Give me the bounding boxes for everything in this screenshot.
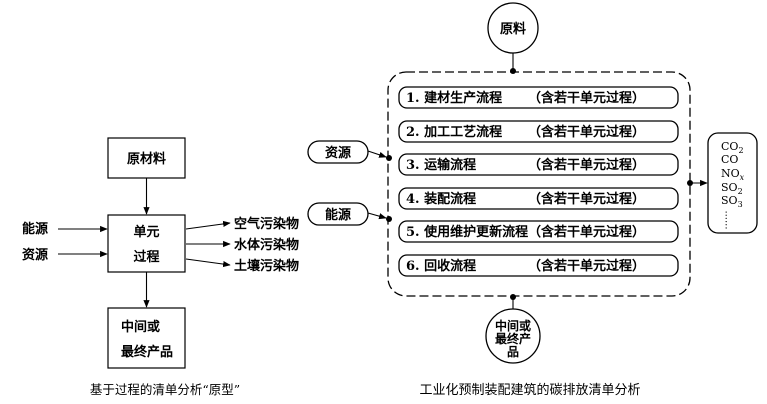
process-note: （含若干单元过程） xyxy=(528,224,645,240)
product-label-line1: 中间或 xyxy=(121,319,160,335)
right-caption: 工业化预制装配建筑的碳排放清单分析 xyxy=(419,382,640,398)
prototype-diagram: 原材料 单元 过程 能源 资源 空气污染物 水体污染物 土壤污染物 xyxy=(22,137,299,397)
emission-subscript: x xyxy=(740,173,745,182)
process-box xyxy=(398,254,679,277)
output-soil-pollutant: 土壤污染物 xyxy=(185,258,299,274)
process-5: 5. 使用维护更新流程 （含若干单元过程） xyxy=(398,220,679,243)
product-label-line1: 中间或 xyxy=(495,318,531,333)
process-box xyxy=(398,220,679,243)
process-box xyxy=(398,120,679,143)
process-note: （含若干单元过程） xyxy=(528,258,645,274)
arrow-unit-to-soil xyxy=(185,258,231,268)
process-2: 2. 加工工艺流程 （含若干单元过程） xyxy=(398,120,679,143)
emission-item: SO2 xyxy=(721,181,743,196)
product-box xyxy=(107,307,186,369)
product-label-line2: 最终产 xyxy=(495,331,531,346)
process-6: 6. 回收流程 （含若干单元过程） xyxy=(398,254,679,277)
emission-subscript: 2 xyxy=(738,146,743,155)
input-resource: 资源 xyxy=(22,247,108,263)
process-box xyxy=(398,86,679,109)
process-3: 3. 运输流程 （含若干单元过程） xyxy=(398,153,679,176)
process-name: 1. 建材生产流程 xyxy=(406,90,502,106)
unit-process-node: 单元 过程 xyxy=(107,214,186,273)
emission-formula: CO xyxy=(721,153,738,166)
product-circle-node: 中间或 最终产 品 xyxy=(485,308,541,364)
process-name: 2. 加工工艺流程 xyxy=(406,124,502,140)
process-note: （含若干单元过程） xyxy=(528,191,645,207)
process-name: 6. 回收流程 xyxy=(406,258,476,274)
process-box xyxy=(398,187,679,210)
process-note: （含若干单元过程） xyxy=(528,157,645,173)
input-energy-node: 能源 xyxy=(307,202,392,226)
raw-material-node: 原材料 xyxy=(107,137,186,179)
emission-item: CO2 xyxy=(721,140,744,155)
input-resource-node: 资源 xyxy=(307,140,392,164)
emissions-node: CO2 CO NOx SO2 SO3 ...... xyxy=(707,132,758,234)
process-name: 5. 使用维护更新流程 xyxy=(406,224,528,240)
raw-label: 原料 xyxy=(500,21,526,37)
emission-subscript: 2 xyxy=(738,187,743,196)
raw-material-box xyxy=(107,137,186,179)
input-energy-label: 能源 xyxy=(22,221,48,237)
output-air-pollutant: 空气污染物 xyxy=(185,216,299,232)
left-caption: 基于过程的清单分析“原型” xyxy=(90,382,240,397)
unit-process-box xyxy=(107,214,186,273)
raw-material-label: 原材料 xyxy=(127,151,166,167)
product-node: 中间或 最终产品 xyxy=(107,307,186,369)
emission-ellipsis: ...... xyxy=(723,210,734,229)
input-energy-label: 能源 xyxy=(325,207,351,223)
connector-dot-bottom xyxy=(510,294,516,300)
raw-node: 原料 xyxy=(487,2,539,54)
process-name: 3. 运输流程 xyxy=(406,157,476,173)
unit-process-label-line2: 过程 xyxy=(133,249,159,265)
process-name: 4. 装配流程 xyxy=(406,191,476,207)
input-energy: 能源 xyxy=(22,221,108,237)
carbon-inventory-diagram: 原料 1. 建材生产流程 （含若干单元过程） 2. 加工工艺流程 （含若干单元过… xyxy=(307,2,758,398)
product-label-line3: 品 xyxy=(507,345,519,359)
emission-formula: NO xyxy=(721,167,740,180)
arrow-energy-to-system xyxy=(367,212,387,220)
process-box xyxy=(398,153,679,176)
emission-item: SO3 xyxy=(721,194,743,209)
emission-item: CO xyxy=(721,153,738,166)
process-note: （含若干单元过程） xyxy=(528,90,645,106)
process-4: 4. 装配流程 （含若干单元过程） xyxy=(398,187,679,210)
process-note: （含若干单元过程） xyxy=(528,124,645,140)
emission-formula: SO xyxy=(721,194,738,207)
input-resource-label: 资源 xyxy=(325,145,351,161)
product-circle xyxy=(485,308,541,364)
connector-dot-energy xyxy=(386,216,392,222)
connector-dot-top xyxy=(510,68,516,74)
input-resource-tab xyxy=(307,140,369,164)
system-boundary xyxy=(387,71,691,297)
emission-item: NOx xyxy=(721,167,745,182)
arrow-unit-to-air xyxy=(185,220,231,230)
input-energy-tab xyxy=(307,202,369,226)
process-1: 1. 建材生产流程 （含若干单元过程） xyxy=(398,86,679,109)
arrow-resource-to-system xyxy=(367,150,387,158)
emission-formula: CO xyxy=(721,140,738,153)
product-label-line2: 最终产品 xyxy=(121,344,173,360)
output-water-pollutant: 水体污染物 xyxy=(186,237,299,253)
unit-process-label-line1: 单元 xyxy=(133,224,159,240)
emission-formula: SO xyxy=(721,181,738,194)
connector-dot-resource xyxy=(386,155,392,161)
emissions-box xyxy=(707,132,758,234)
output-air-label: 空气污染物 xyxy=(234,216,299,232)
output-soil-label: 土壤污染物 xyxy=(234,258,299,274)
emission-subscript: 3 xyxy=(738,200,743,209)
input-resource-label: 资源 xyxy=(22,247,48,263)
output-water-label: 水体污染物 xyxy=(234,237,299,253)
